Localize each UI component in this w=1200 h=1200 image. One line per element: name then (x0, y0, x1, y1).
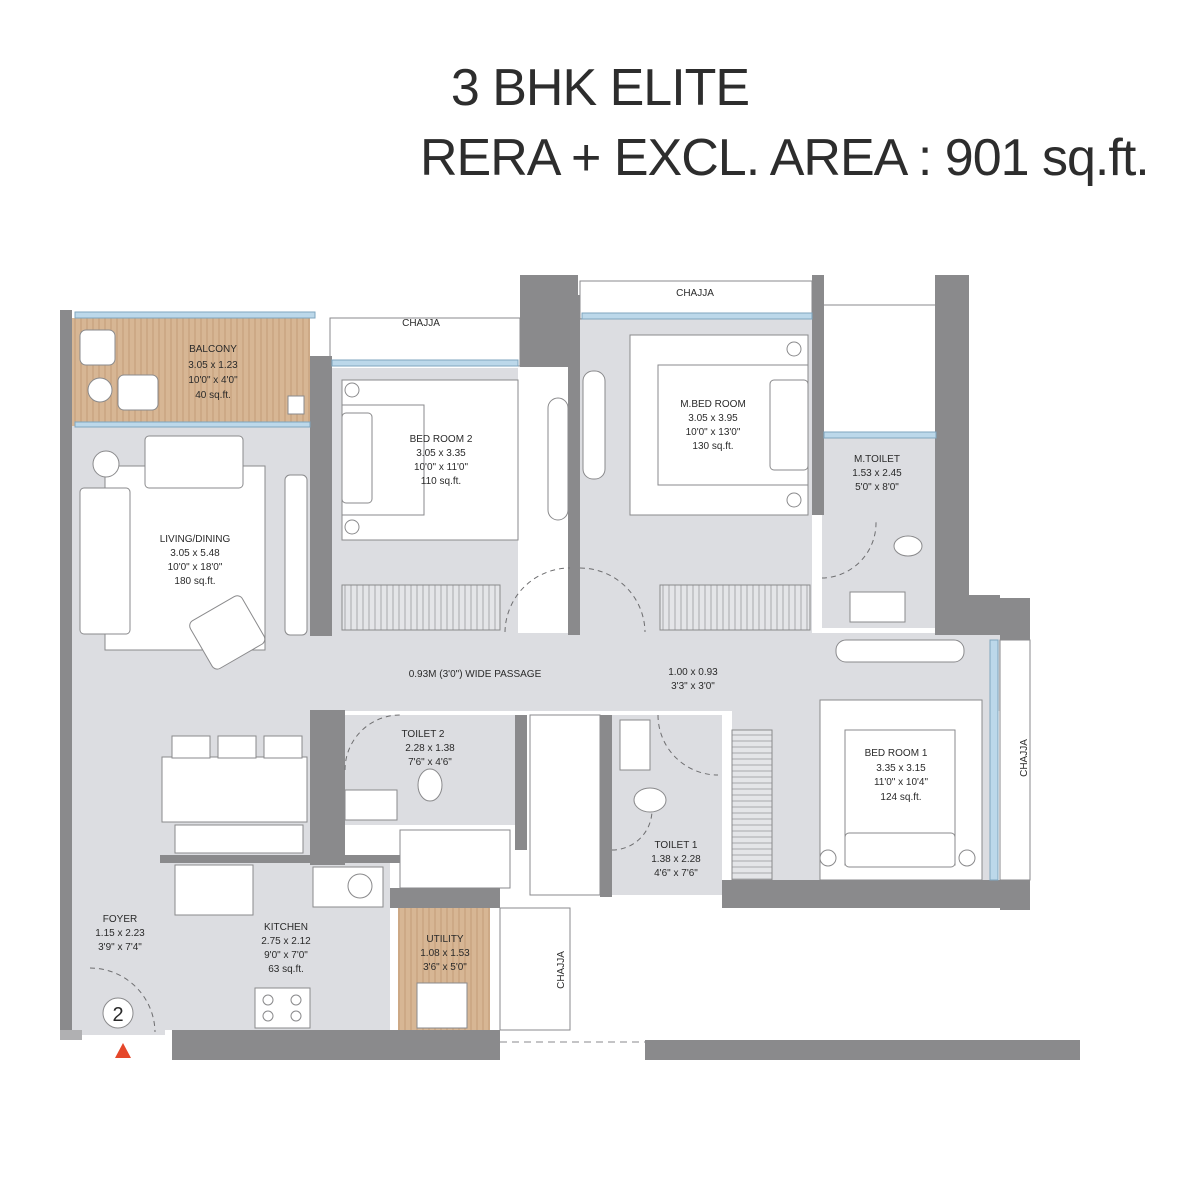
plan-area-subtitle: RERA + EXCL. AREA : 901 sq.ft. (420, 129, 1150, 187)
toilet1-name: TOILET 1 (655, 840, 698, 851)
walls (60, 275, 1080, 1060)
utility-imperial: 3'6" x 5'0" (423, 962, 467, 973)
door-swings (89, 521, 877, 1033)
mtoilet-metric: 1.53 x 2.45 (852, 468, 902, 479)
utility-metric: 1.08 x 1.53 (420, 948, 470, 959)
toilet2-imperial: 7'6" x 4'6" (408, 757, 452, 768)
kitchen-metric: 2.75 x 2.12 (261, 936, 311, 947)
bed1-name: BED ROOM 1 (865, 748, 928, 759)
mbed-name: M.BED ROOM (680, 399, 746, 410)
foyer-imperial: 3'9" x 7'4" (98, 942, 142, 953)
chajja-label-right: CHAJJA (1019, 739, 1030, 777)
bed2-area: 110 sq.ft. (421, 476, 461, 487)
kitchen-imperial: 9'0" x 7'0" (264, 950, 308, 961)
bed1-area: 124 sq.ft. (880, 792, 921, 803)
chajja-label-bottom: CHAJJA (556, 951, 567, 989)
mbed-metric: 3.05 x 3.95 (688, 413, 738, 424)
utility-name: UTILITY (426, 934, 464, 945)
bed1-metric: 3.35 x 3.15 (876, 763, 926, 774)
plan-title: 3 BHK ELITE (450, 59, 750, 117)
mbed-imperial: 10'0" x 13'0" (686, 427, 741, 438)
balcony-imperial: 10'0" x 4'0" (188, 375, 238, 386)
bed1-imperial: 11'0" x 10'4" (874, 777, 929, 788)
entry-marker-icon (115, 1043, 131, 1058)
bed2-name: BED ROOM 2 (410, 434, 473, 445)
passage-label: 0.93M (3'0") WIDE PASSAGE (409, 669, 542, 680)
furniture (79, 329, 983, 1029)
kitchen-area: 63 sq.ft. (268, 964, 304, 975)
lobby-imperial: 3'3" x 3'0" (671, 681, 715, 692)
mtoilet-imperial: 5'0" x 8'0" (855, 482, 899, 493)
foyer-metric: 1.15 x 2.23 (95, 928, 145, 939)
toilet2-metric: 2.28 x 1.38 (405, 743, 455, 754)
chajja-label-top-right: CHAJJA (676, 288, 714, 299)
toilet2-name: TOILET 2 (402, 729, 445, 740)
balcony-name: BALCONY (189, 344, 237, 355)
bed2-metric: 3.05 x 3.35 (416, 448, 466, 459)
living-imperial: 10'0" x 18'0" (168, 562, 223, 573)
chajja-label-top-left: CHAJJA (402, 318, 440, 329)
mbed-area: 130 sq.ft. (692, 441, 733, 452)
kitchen-name: KITCHEN (264, 922, 308, 933)
living-name: LIVING/DINING (160, 534, 231, 545)
lobby-metric: 1.00 x 0.93 (668, 667, 718, 678)
balcony-area: 40 sq.ft. (195, 390, 231, 401)
room-labels: BALCONY 3.05 x 1.23 10'0" x 4'0" 40 sq.f… (95, 288, 1030, 1026)
windows (74, 311, 999, 881)
living-metric: 3.05 x 5.48 (170, 548, 220, 559)
bed2-imperial: 10'0" x 11'0" (414, 462, 469, 473)
balcony-metric: 3.05 x 1.23 (188, 360, 238, 371)
foyer-name: FOYER (103, 914, 137, 925)
living-area: 180 sq.ft. (174, 576, 215, 587)
toilet1-imperial: 4'6" x 7'6" (654, 868, 698, 879)
entry-number: 2 (112, 1004, 123, 1026)
mtoilet-name: M.TOILET (854, 454, 900, 465)
toilet1-metric: 1.38 x 2.28 (651, 854, 701, 865)
